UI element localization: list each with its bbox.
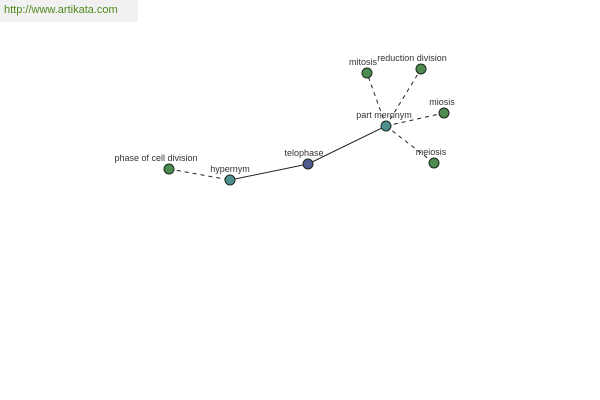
node-phase-of-cell-division[interactable] (163, 163, 175, 175)
graph-labels: phase of cell division hypernym telophase p… (114, 53, 455, 174)
node-label-miosis[interactable]: miosis (429, 97, 455, 107)
node-miosis[interactable] (438, 107, 450, 119)
edge-part-meronym-to-reduction-division (385, 68, 422, 127)
site-url-link[interactable]: http://www.artikata.com (4, 4, 118, 16)
edge-phase-of-cell-division-to-hypernym (168, 168, 231, 181)
edge-part-meronym-to-meiosis (385, 125, 435, 164)
node-label-mitosis[interactable]: mitosis (349, 57, 378, 67)
node-hypernym[interactable] (224, 174, 236, 186)
edge-part-meronym-to-miosis (385, 112, 445, 127)
graph-nodes (163, 63, 450, 186)
edge-part-meronym-to-mitosis (366, 72, 387, 127)
node-label-meiosis[interactable]: meiosis (416, 147, 447, 157)
node-reduction-division[interactable] (415, 63, 427, 75)
node-label-phase-of-cell-division[interactable]: phase of cell division (114, 153, 197, 163)
node-label-telophase[interactable]: telophase (284, 148, 323, 158)
node-part-meronym[interactable] (380, 120, 392, 132)
edge-hypernym-to-telophase (229, 163, 309, 181)
node-meiosis[interactable] (428, 157, 440, 169)
site-banner: http://www.artikata.com (0, 0, 138, 22)
edge-telophase-to-part-meronym (307, 125, 387, 165)
node-label-reduction-division[interactable]: reduction division (377, 53, 447, 63)
graph-edges (168, 68, 445, 181)
node-label-hypernym[interactable]: hypernym (210, 164, 250, 174)
node-telophase[interactable] (302, 158, 314, 170)
node-mitosis[interactable] (361, 67, 373, 79)
node-label-part-meronym[interactable]: part meronym (356, 110, 412, 120)
